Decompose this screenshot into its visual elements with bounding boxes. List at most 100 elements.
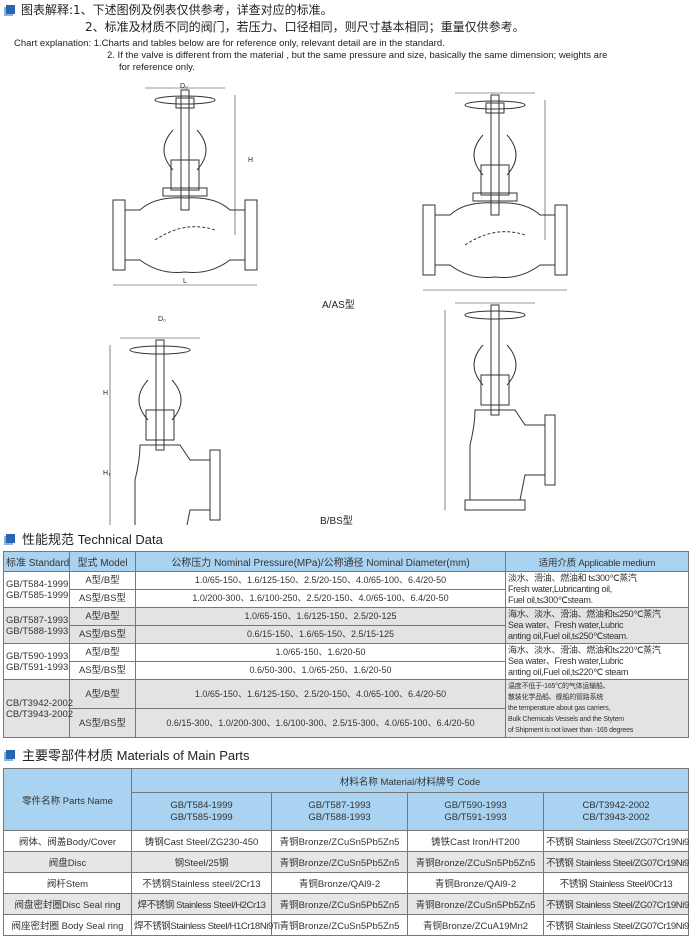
material-cell: 不锈钢 Stainless Steel/ZG07Cr19Ni9 [542,830,689,852]
note-en-3: for reference only. [119,62,195,73]
pressure-range-cell: 1.0/200-300、1.6/100-250、2.5/20-150、4.0/6… [135,589,506,608]
pressure-range-cell: 1.0/65-150、1.6/125-150、2.5/20-150、4.0/65… [135,679,506,709]
part-name-cell: 阀体、阀盖Body/Cover [3,830,132,852]
material-cell: 不锈钢 Stainless Steel/0Cr13 [542,872,690,894]
header-standard: 标准 Standard [3,551,70,572]
technical-data-table: 标准 Standard 型式 Model 公称压力 Nominal Pressu… [3,551,689,738]
caption-b-bs: B/BS型 [320,516,353,527]
bullet-square-icon [6,749,15,759]
header-medium: 适用介质 Applicable medium [505,551,689,572]
medium-line: of Shipment is not lower than -165 degre… [508,727,634,734]
header-pressure-diameter: 公称压力 Nominal Pressure(MPa)/公称通径 Nominal … [135,551,506,572]
model-cell: AS型/BS型 [69,708,136,738]
standard-code: GB/T585-1999 [6,589,69,601]
standard-code: GB/T588-1993 [6,625,69,637]
pressure-range-cell: 1.0/65-150、1.6/20-50 [135,643,506,662]
tables-area: 性能规范 Technical Data 标准 Standard 型式 Model… [0,528,690,936]
model-cell: AS型/BS型 [69,589,136,608]
standard-code: GB/T590-1993 [6,650,69,662]
material-cell: 青铜Bronze/QAl9-2 [271,872,408,894]
model-cell: AS型/BS型 [69,661,136,680]
caption-a-as: A/AS型 [322,300,355,311]
medium-line: Fuel oil,t≤300℃steam. [508,595,593,605]
pressure-range-cell: 0.6/15-150、1.6/65-150、2.5/15-125 [135,625,506,644]
valve-bs-drawing [444,302,556,511]
label-h1-b: H₁ [103,470,111,477]
medium-line: 散装化学品船、舰船的管路系统 [508,694,604,701]
medium-line: the temperature about gas carriers, [508,705,611,712]
material-cell: 不锈钢 Stainless Steel/ZG07Cr19Ni9 [542,893,689,915]
material-cell: 青铜Bronze/ZCuSn5Pb5Zn5 [407,893,544,915]
material-cell: 焊不锈钢 Stainless Steel/H2Cr13 [131,893,272,915]
note-en-2: 2. If the valve is different from the ma… [107,50,608,61]
section-materials: 主要零部件材质 Materials of Main Parts [6,744,690,764]
part-name-cell: 阀盘密封圈Disc Seal ring [3,893,132,915]
medium-line: 淡水、滑油、燃油和 t≤300℃蒸汽 [508,573,637,583]
label-d0-b: D₀ [158,316,166,323]
medium-cell: 温度不低于-165℃的气体运输船、散装化学品船、舰船的管路系统 the tempe… [505,679,689,738]
label-l: L [183,278,187,285]
standard-code: GB/T590-1993 [444,799,507,811]
material-cell: 铸铁Cast Iron/HT200 [407,830,544,852]
standard-code: GB/T584-1999 [6,578,69,590]
section-title: 主要零部件材质 Materials of Main Parts [22,747,250,763]
materials-table: 零件名称 Parts Name 材料名称 Material/材料牌号 Code … [3,768,689,936]
header-parts-name: 零件名称 Parts Name [3,768,132,831]
valve-as-drawing [422,92,568,291]
medium-line: Fresh water,Lubricanting oil, [508,584,612,594]
medium-line: Sea water、Fresh water,Lubric [508,620,624,630]
model-cell: A型/B型 [69,643,136,662]
medium-line: anting oil,Fuel oil,t≤250℃steam. [508,631,629,641]
note-cn-2: 2、标准及材质不同的阀门，若压力、口径相同，则尺寸基本相同；重量仅供参考。 [85,20,525,34]
material-cell: 不锈钢Stainless steel/2Cr13 [131,872,272,894]
section-technical-data: 性能规范 Technical Data [6,528,690,548]
chart-explanation-cn: 图表解释:1、下述图例及例表仅供参考，详查对应的标准。 2、标准及材质不同的阀门… [6,2,525,36]
model-cell: A型/B型 [69,571,136,590]
standard-code: CB/T3942-2002 [6,697,74,709]
medium-line: 温度不低于-165℃的气体运输船、 [508,683,610,690]
model-cell: A型/B型 [69,679,136,709]
part-name-cell: 阀杆Stem [3,872,132,894]
medium-line: Sea water、Fresh water,Lubric [508,656,624,666]
standard-code: CB/T3943-2002 [582,811,650,823]
material-cell: 青铜Bronze/ZCuSn5Pb5Zn5 [271,851,408,873]
note-en-1: Chart explanation: 1.Charts and tables b… [14,38,445,49]
model-cell: AS型/BS型 [69,625,136,644]
standard-code: GB/T587-1993 [6,614,69,626]
standard-code: GB/T591-1993 [444,811,507,823]
standard-code: GB/T591-1993 [6,661,69,673]
medium-line: Bulk Chemicals Vessels and the Stytem [508,716,624,723]
pressure-range-cell: 0.6/50-300、1.0/65-250、1.6/20-50 [135,661,506,680]
label-h: H [248,157,254,164]
material-cell: 青铜Bronze/ZCuSn5Pb5Zn5 [271,830,408,852]
part-name-cell: 阀盘Disc [3,851,132,873]
chart-explanation-en: Chart explanation: 1.Charts and tables b… [14,38,607,74]
header-model: 型式 Model [69,551,136,572]
pressure-range-cell: 1.0/65-150、1.6/125-150、2.5/20-150、4.0/65… [135,571,506,590]
standard-code: CB/T3942-2002 [582,799,650,811]
material-cell: 不锈钢 Stainless Steel/ZG07Cr19Ni9 [542,851,689,873]
standard-code: GB/T588-1993 [308,811,371,823]
material-cell: 钢Steel/25钢 [131,851,272,873]
bullet-square-icon [6,533,15,543]
header-material-code: 材料名称 Material/材料牌号 Code [130,768,690,793]
medium-line: 海水、淡水、滑油、燃油和t≤220℃蒸汽 [508,645,661,655]
